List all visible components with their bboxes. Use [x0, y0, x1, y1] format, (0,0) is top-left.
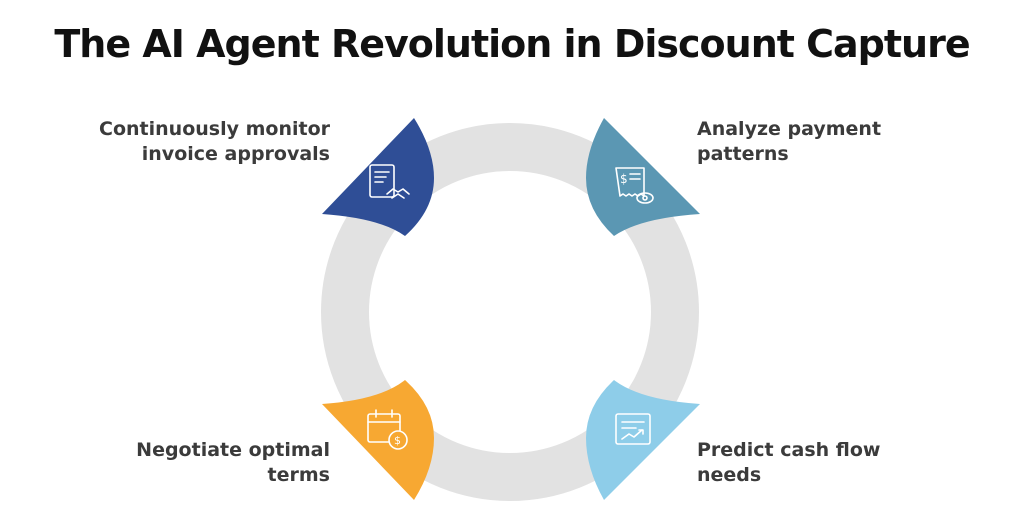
cycle-ring	[321, 123, 699, 501]
svg-text:$: $	[394, 434, 401, 447]
step-label-line: terms	[267, 464, 330, 486]
cycle-node-predict	[586, 380, 700, 500]
step-label-line: patterns	[697, 143, 789, 165]
step-label-line: Continuously monitor	[99, 118, 330, 140]
step-label-line: Predict cash flow	[697, 439, 881, 461]
step-label-negotiate: Negotiate optimal terms	[136, 438, 330, 488]
svg-text:$: $	[620, 172, 628, 186]
cycle-node-analyze: $	[586, 118, 700, 236]
cycle-node-negotiate: $	[322, 380, 434, 500]
step-label-line: Negotiate optimal	[136, 439, 330, 461]
step-label-line: invoice approvals	[141, 143, 330, 165]
cycle-node-monitor	[322, 118, 434, 236]
step-label-predict: Predict cash flow needs	[697, 438, 880, 488]
step-label-monitor: Continuously monitor invoice approvals	[99, 117, 330, 167]
invoice-handshake-icon	[369, 164, 410, 199]
chart-board-icon	[615, 413, 651, 445]
page-title: The AI Agent Revolution in Discount Capt…	[54, 22, 970, 66]
receipt-eye-icon: $	[615, 167, 654, 204]
calendar-dollar-icon: $	[367, 409, 408, 450]
step-label-analyze: Analyze payment patterns	[697, 117, 881, 167]
step-label-line: Analyze payment	[697, 118, 882, 140]
step-label-line: needs	[697, 464, 762, 486]
